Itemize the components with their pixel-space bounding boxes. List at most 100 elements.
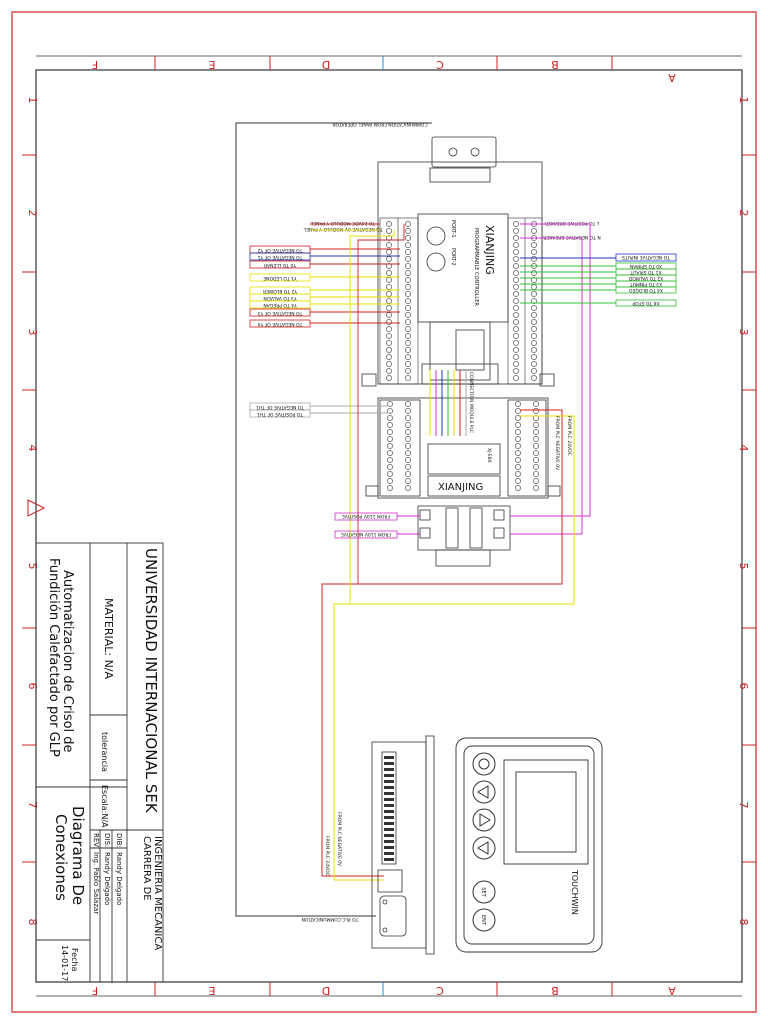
terminal-screw: [513, 277, 519, 283]
grid-number-left-5: 5: [26, 563, 39, 570]
terminal-screw: [405, 277, 411, 283]
rev-value: Ing. Pablo Salazar: [92, 852, 100, 914]
label-neg-breaker: N TO NEGATIVE BREAKER: [543, 234, 600, 240]
drawing-title-line-1: Diagrama De: [69, 806, 87, 905]
input-wires: [520, 257, 616, 304]
terminal-screw: [386, 235, 392, 241]
terminal-screw: [387, 436, 393, 442]
hmi-pin: [384, 804, 394, 807]
label-neg-y4: TO NEGATIVE OF Y4: [257, 321, 303, 327]
plc-main-terminals-right: [507, 217, 543, 385]
terminal-screw: [387, 415, 393, 421]
terminal-screw: [515, 464, 521, 470]
label-y4: Y4 TO PREGAN: [263, 302, 297, 308]
terminal-screw: [386, 368, 392, 374]
label-x1: X1 TO SPIAUT: [630, 269, 661, 275]
grid-number-left-2: 2: [26, 210, 39, 217]
terminal-screw: [386, 333, 392, 339]
terminal-screw: [387, 464, 393, 470]
grid-number-right-1: 1: [737, 97, 750, 104]
terminal-screw: [405, 422, 411, 428]
terminal-screw: [405, 450, 411, 456]
supply-110v: FROM 110V POSITIVE FROM 110V NEGATIVE: [334, 512, 420, 539]
terminal-screw: [513, 270, 519, 276]
terminal-screw: [533, 429, 539, 435]
terminal-screw: [386, 319, 392, 325]
terminal-screw: [405, 284, 411, 290]
center-mark-left: [27, 499, 46, 517]
expansion-brand: XIANJING: [438, 482, 483, 493]
grid-letter-bottom-E: E: [208, 984, 215, 997]
hmi-pin: [384, 762, 394, 765]
terminal-screw: [387, 443, 393, 449]
hmi-keypad: SET ENT: [472, 752, 496, 932]
hmi-pin: [384, 786, 394, 789]
hmi-terminal-pins: [384, 756, 394, 861]
terminal-screw: [531, 361, 537, 367]
terminal-screw: [513, 221, 519, 227]
terminal-screw: [386, 228, 392, 234]
career-line-1: CARRERA DE: [141, 836, 152, 901]
label-x3: X3 TO PINMUT: [630, 281, 663, 287]
hmi-pin: [384, 828, 394, 831]
hmi-key-set[interactable]: SET: [472, 880, 496, 904]
expansion-sub: XJ-E8X: [486, 448, 492, 463]
terminal-screw: [405, 457, 411, 463]
hmi-key-up[interactable]: [472, 836, 496, 860]
terminal-screw: [531, 319, 537, 325]
plc-main-terminals-left: [379, 217, 419, 385]
terminal-screw: [405, 347, 411, 353]
hmi-brand: TOUCHWIN: [570, 869, 579, 915]
label-x4: X4 TO BLOQEO: [629, 287, 663, 293]
hmi-key-right[interactable]: [472, 808, 496, 832]
label-neg-y1: TO NEGATIVE OF Y1: [257, 254, 303, 260]
terminal-screw: [405, 471, 411, 477]
bottom-ruler: F E D C B A: [36, 982, 742, 997]
hmi-key-ent[interactable]: ENT: [472, 908, 496, 932]
terminal-screw: [386, 354, 392, 360]
grid-letter-top-B: B: [551, 58, 559, 71]
terminal-screw: [515, 415, 521, 421]
tolerance-label: tolerancia: [100, 732, 109, 772]
terminal-screw: [513, 256, 519, 262]
career-line-2: INGENIERIA MECANICA: [152, 836, 163, 950]
terminal-screw: [386, 284, 392, 290]
terminal-screw: [515, 429, 521, 435]
output-label-boxes: [249, 245, 311, 418]
terminal-screw: [387, 401, 393, 407]
terminal-screw: [533, 422, 539, 428]
top-ruler: F E D C B A: [36, 55, 742, 84]
inner-frame: [35, 69, 743, 983]
terminal-screw: [386, 312, 392, 318]
comm-cable: [235, 122, 432, 917]
wire-neg-left: [349, 230, 395, 604]
terminal-screw: [533, 457, 539, 463]
terminal-screw: [405, 305, 411, 311]
terminal-screw: [405, 291, 411, 297]
grid-number-left-3: 3: [26, 329, 39, 336]
hmi-key-left[interactable]: [472, 780, 496, 804]
hmi-pin: [384, 834, 394, 837]
hmi-pin: [384, 798, 394, 801]
terminal-screw: [533, 471, 539, 477]
terminal-screw: [405, 368, 411, 374]
terminal-screw: [386, 347, 392, 353]
terminal-screw: [387, 457, 393, 463]
terminal-screw: [405, 333, 411, 339]
label-x6: X6 TO STOP: [632, 300, 659, 306]
terminal-screw: [533, 478, 539, 484]
arrow-right-icon: [479, 813, 491, 827]
dib-value: Randy Delgado: [115, 852, 123, 905]
wire-plc-neg: [333, 415, 575, 881]
terminal-screw: [513, 347, 519, 353]
terminal-screw: [533, 464, 539, 470]
grid-letter-top-F: F: [92, 58, 98, 71]
terminal-screw: [515, 436, 521, 442]
label-y2: Y2 TO BLOWER: [263, 288, 298, 294]
university-name: UNIVERSIDAD INTERNACIONAL SEK: [142, 548, 160, 814]
hmi-key-power[interactable]: [472, 752, 496, 776]
label-to-24vdc: TO 24VDC MODULO Y PANEL: [310, 220, 376, 226]
terminal-screw: [405, 478, 411, 484]
left-ruler: 1 2 3 4 5 6 7 8: [22, 97, 46, 926]
terminal-screw: [515, 478, 521, 484]
